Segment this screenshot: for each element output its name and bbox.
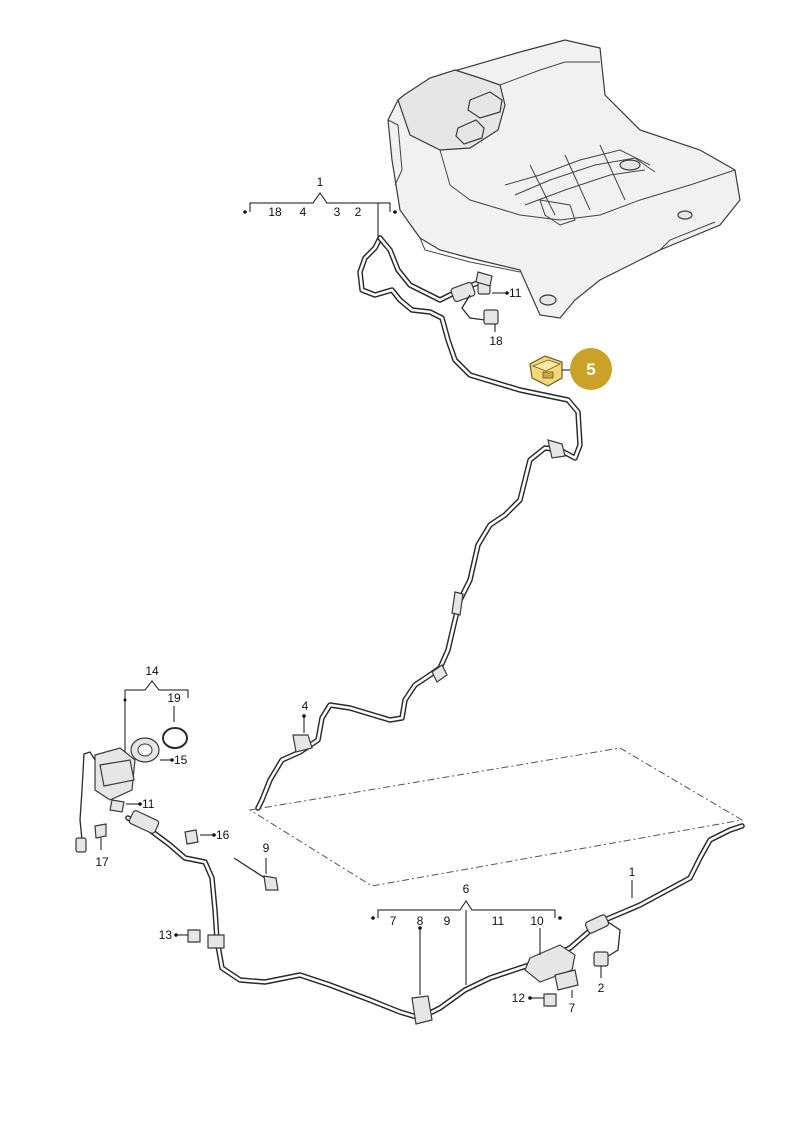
callout-18-top[interactable]: 18 [268, 205, 282, 219]
lower-right-assembly: 2 12 7 1 [411, 823, 745, 1025]
callout-19[interactable]: 19 [167, 691, 181, 705]
callout-1-top[interactable]: 1 [317, 175, 324, 189]
callout-9-b[interactable]: 9 [444, 914, 451, 928]
callout-1-right[interactable]: 1 [629, 865, 636, 879]
callout-9-left[interactable]: 9 [263, 841, 270, 855]
callout-12[interactable]: 12 [512, 991, 526, 1005]
callout-11-left[interactable]: 11 [142, 797, 155, 811]
callout-2-top[interactable]: 2 [355, 205, 362, 219]
clip-4: 4 [292, 699, 313, 753]
leader-group-top: 1 18 4 3 2 [243, 175, 397, 240]
fuel-tank [387, 39, 741, 319]
pump-assembly: 14 19 15 11 17 16 [75, 664, 423, 1021]
callout-17[interactable]: 17 [95, 855, 109, 869]
highlight-badge[interactable] [570, 348, 612, 390]
callout-18-mid[interactable]: 18 [489, 334, 503, 348]
callout-8[interactable]: 8 [417, 914, 424, 928]
callout-4-top[interactable]: 4 [300, 205, 307, 219]
dashed-region [248, 747, 744, 887]
bolt-9: 9 [233, 841, 279, 891]
highlighted-part-5[interactable]: 5 [529, 348, 612, 390]
callout-7-a[interactable]: 7 [390, 914, 397, 928]
tank-connector: 11 18 [461, 271, 522, 348]
callout-11-b[interactable]: 11 [492, 914, 505, 928]
callout-5[interactable]: 5 [586, 360, 595, 379]
clip-13: 13 [159, 928, 225, 949]
callout-6[interactable]: 6 [463, 882, 470, 896]
callout-2-right[interactable]: 2 [598, 981, 605, 995]
callout-16[interactable]: 16 [216, 828, 230, 842]
callout-14[interactable]: 14 [145, 664, 159, 678]
callout-3-top[interactable]: 3 [334, 205, 341, 219]
callout-11-top[interactable]: 11 [509, 286, 522, 300]
callout-7-b[interactable]: 7 [569, 1001, 576, 1015]
callout-15[interactable]: 15 [174, 753, 188, 767]
main-fuel-line [255, 235, 583, 811]
leader-group-6: 6 7 8 9 11 10 [371, 882, 562, 995]
callout-10[interactable]: 10 [530, 914, 544, 928]
callout-4-mid[interactable]: 4 [302, 699, 309, 713]
callout-13[interactable]: 13 [159, 928, 173, 942]
